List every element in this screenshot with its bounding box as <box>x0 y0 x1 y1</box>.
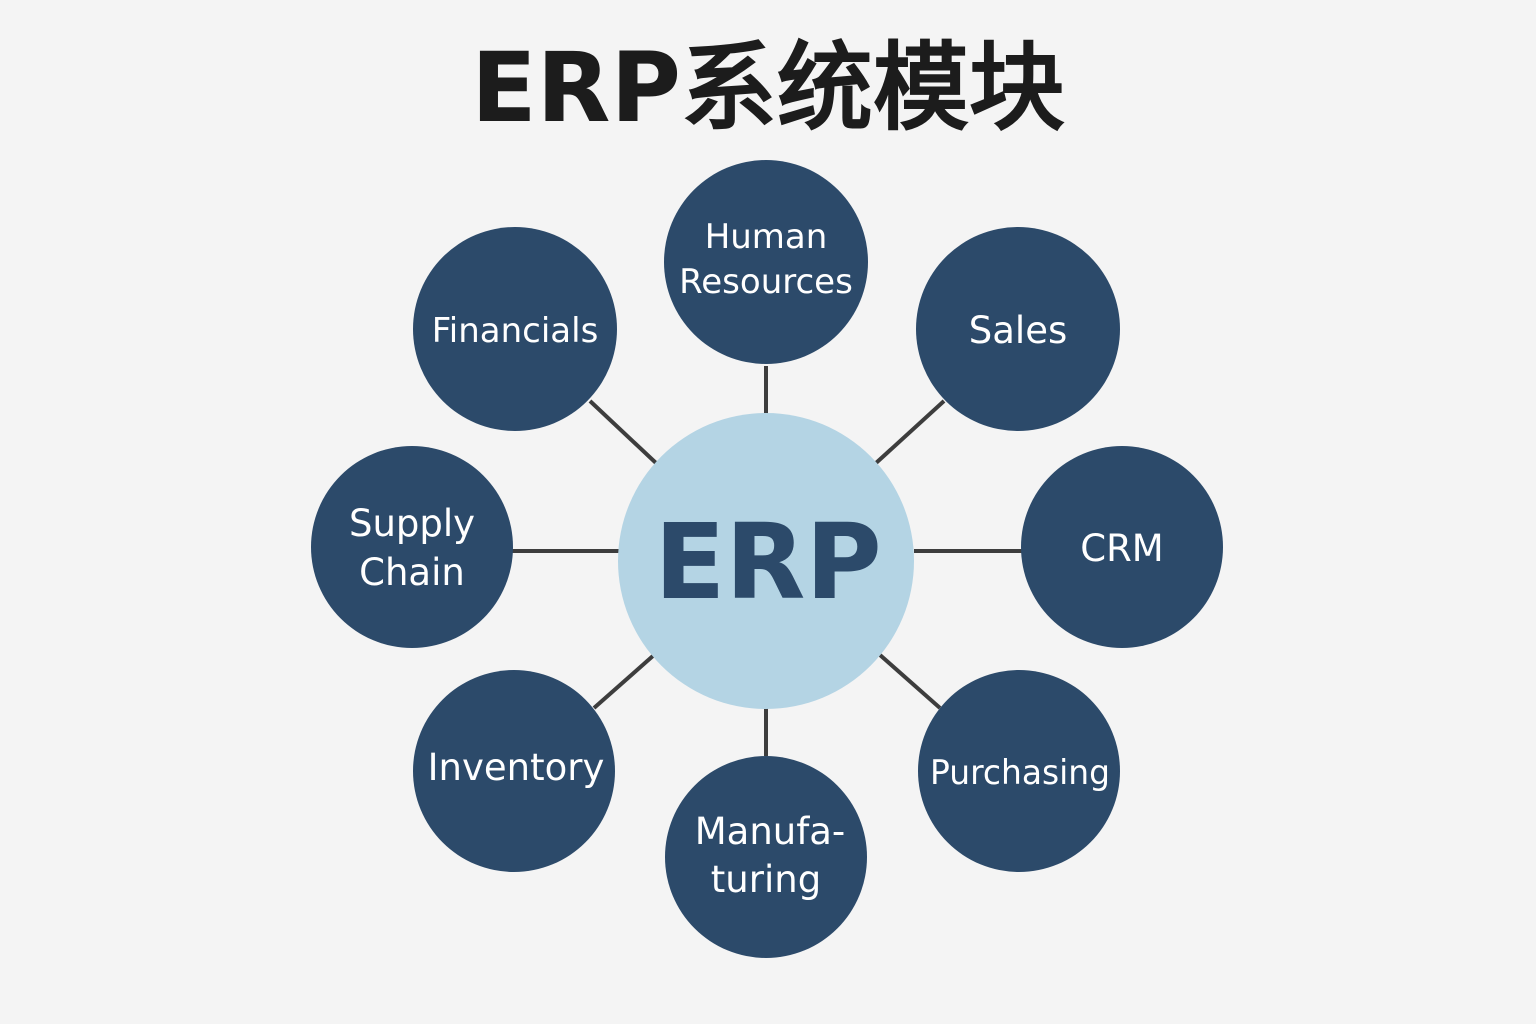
module-label-line: Human <box>705 217 828 257</box>
connector-sales <box>874 399 946 465</box>
module-circle <box>413 670 615 872</box>
module-sales: Sales <box>916 227 1120 431</box>
erp-hub-label: ERP <box>654 501 881 623</box>
module-label-line: Inventory <box>428 746 605 789</box>
module-label-line: Resources <box>679 262 853 302</box>
module-circle <box>916 227 1120 431</box>
module-supply-chain: Supply Chain <box>311 446 513 648</box>
connector-financials <box>588 399 658 465</box>
module-financials: Financials <box>413 227 617 431</box>
module-label-line: Sales <box>969 309 1067 352</box>
module-human-resources: Human Resources <box>664 160 868 364</box>
module-circle <box>311 446 513 648</box>
module-purchasing: Purchasing <box>918 670 1120 872</box>
connector-purchasing <box>878 653 942 710</box>
module-circle <box>664 160 868 364</box>
erp-hub-circle <box>618 413 914 709</box>
module-circle <box>665 756 867 958</box>
module-label-line: Financials <box>432 311 599 351</box>
module-label-line: Purchasing <box>930 753 1110 793</box>
connectors <box>512 366 1022 756</box>
erp-hub: ERP <box>618 413 914 709</box>
module-crm: CRM <box>1021 446 1223 648</box>
module-label-line: turing <box>711 858 821 901</box>
module-circle <box>413 227 617 431</box>
module-label-line: Manufa- <box>695 810 846 853</box>
module-label-line: Supply <box>349 502 475 545</box>
module-inventory: Inventory <box>413 670 615 872</box>
module-circle <box>1021 446 1223 648</box>
connector-inventory <box>592 653 656 710</box>
module-manufacturing: Manufa- turing <box>665 756 867 958</box>
module-label-line: Chain <box>359 551 465 594</box>
diagram-title: ERP系统模块 <box>471 32 1065 144</box>
module-circle <box>918 670 1120 872</box>
module-label-line: CRM <box>1080 527 1163 570</box>
